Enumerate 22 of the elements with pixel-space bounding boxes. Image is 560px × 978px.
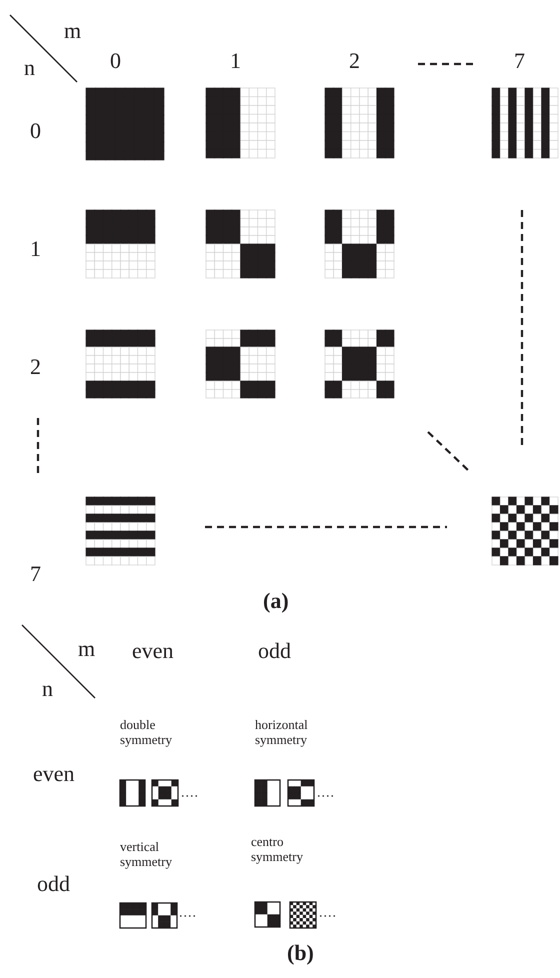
column-index: 7 (514, 48, 525, 74)
column-index: 0 (110, 48, 121, 74)
axis-label: n (42, 676, 53, 702)
column-heading: even (132, 638, 174, 664)
column-heading: odd (258, 638, 291, 664)
symmetry-label: vertical symmetry (120, 840, 173, 870)
row-index: 7 (30, 561, 41, 586)
row-index: 1 (30, 236, 41, 262)
panel-label: (a) (263, 588, 289, 614)
row-index: 2 (30, 354, 41, 380)
axis-label: m (78, 636, 96, 662)
column-index: 1 (230, 48, 241, 74)
row-index: 0 (30, 118, 41, 144)
axis-label: m (64, 18, 82, 44)
symmetry-label: centro symmetry (251, 835, 304, 865)
axis-label: n (24, 55, 35, 80)
panel-label: (b) (287, 940, 314, 966)
column-index: 2 (349, 48, 360, 74)
symmetry-label: horizontal symmetry (255, 718, 309, 748)
row-heading: even (33, 761, 75, 786)
symmetry-label: double symmetry (120, 718, 173, 748)
row-heading: odd (37, 871, 70, 896)
